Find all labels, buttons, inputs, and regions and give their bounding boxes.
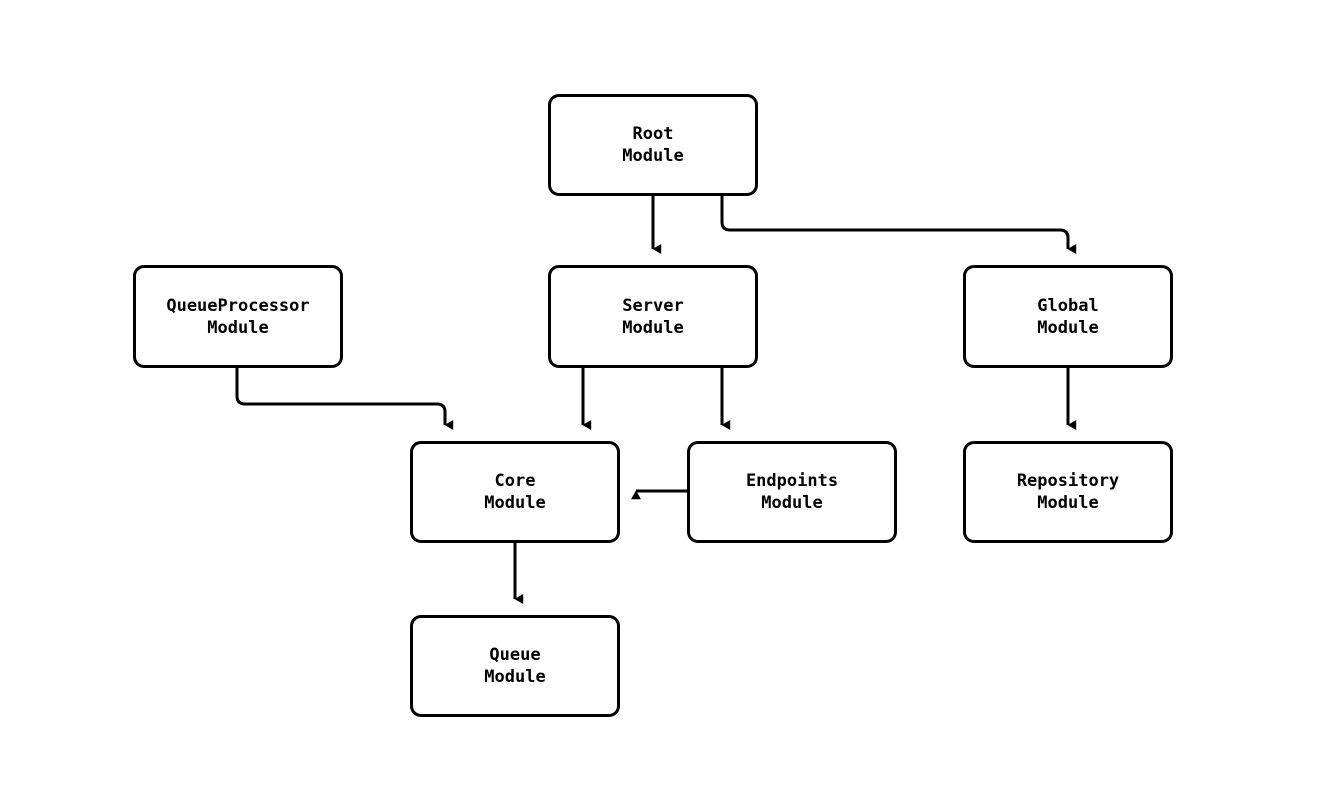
node-queue-module-label-line1: Queue (489, 645, 541, 665)
node-core-module-label-line2: Module (484, 493, 546, 513)
node-server-module-label-line2: Module (622, 317, 684, 338)
node-root-module-label-line2: Module (622, 146, 684, 166)
node-endpoints-module[interactable]: Endpoints Module (687, 441, 897, 543)
node-core-module[interactable]: Core Module (410, 441, 620, 543)
node-root-module-label-line1: Root (632, 124, 674, 144)
node-server-module[interactable]: Server Module (548, 265, 758, 368)
node-server-module-label-line1: Server (622, 295, 684, 316)
node-queueprocessor-module-label-line2: Module (207, 317, 269, 338)
node-queue-module-label-line2: Module (484, 667, 546, 687)
node-core-module-label-line1: Core (494, 471, 536, 491)
edge-queueprocessor-to-core (235, 368, 454, 430)
node-queueprocessor-module-label-line1: QueueProcessor (166, 295, 310, 316)
node-global-module-label-line1: Global (1037, 295, 1099, 316)
node-repository-module-label-line1: Repository (1016, 471, 1120, 491)
node-root-module[interactable]: Root Module (548, 94, 758, 196)
node-queue-module[interactable]: Queue Module (410, 615, 620, 717)
node-repository-module[interactable]: Repository Module (963, 441, 1173, 543)
node-endpoints-module-label-line1: Endpoints (745, 471, 839, 491)
node-global-module-label-line2: Module (1037, 317, 1099, 338)
edge-root-to-global (720, 196, 1077, 254)
node-endpoints-module-label-line2: Module (761, 493, 823, 513)
node-repository-module-label-line2: Module (1037, 493, 1099, 513)
node-global-module[interactable]: Global Module (963, 265, 1173, 368)
node-queueprocessor-module[interactable]: QueueProcessor Module (133, 265, 343, 368)
